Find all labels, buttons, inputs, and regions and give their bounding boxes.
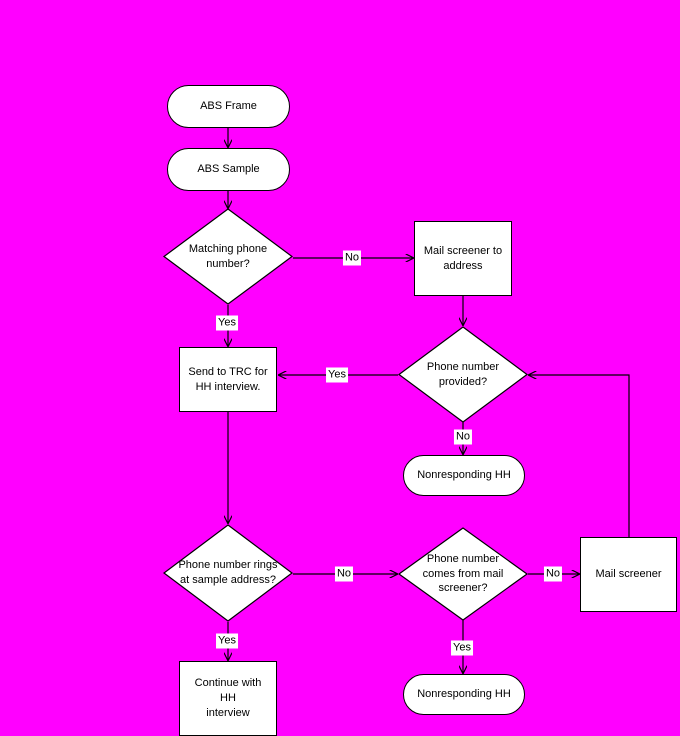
- edge-label-phone-provided-yes: Yes: [326, 367, 348, 383]
- node-continue-with-hh-interview[interactable]: Continue with HH interview: [179, 661, 277, 736]
- edge-label-matching-phone-no: No: [342, 250, 362, 266]
- edge-label-phone-provided-no: No: [453, 429, 473, 445]
- edge-label-matching-phone-yes: Yes: [216, 315, 238, 331]
- node-matching-phone-number[interactable]: Matching phone number?: [162, 208, 294, 305]
- node-phone-comes-from-mail-screener[interactable]: Phone number comes from mail screener?: [397, 527, 529, 621]
- node-phone-number-provided[interactable]: Phone number provided?: [397, 326, 529, 423]
- edge-label-from-mail-screener-no: No: [543, 566, 563, 582]
- node-phone-rings-at-sample-address[interactable]: Phone number rings at sample address?: [163, 524, 293, 622]
- node-send-to-trc-label: Send to TRC for HH interview.: [188, 365, 268, 393]
- node-nonresponding-hh-top[interactable]: Nonresponding HH: [403, 455, 525, 496]
- node-mail-screener-to-address[interactable]: Mail screener to address: [414, 221, 512, 296]
- node-abs-frame-label: ABS Frame: [200, 100, 257, 113]
- node-abs-sample[interactable]: ABS Sample: [167, 148, 290, 191]
- node-abs-frame[interactable]: ABS Frame: [167, 85, 290, 128]
- node-mail-screener-label: Mail screener: [595, 568, 662, 581]
- node-nonresponding-hh-bottom[interactable]: Nonresponding HH: [403, 674, 525, 715]
- node-continue-with-hh-interview-label: Continue with HH interview: [194, 677, 262, 719]
- node-send-to-trc[interactable]: Send to TRC for HH interview.: [179, 347, 277, 412]
- node-nonresponding-hh-bottom-label: Nonresponding HH: [417, 688, 511, 701]
- edge-label-rings-yes: Yes: [216, 633, 238, 649]
- edge-label-from-mail-screener-yes: Yes: [451, 640, 473, 656]
- edge-mail-screener-to-phone-provided: [529, 375, 630, 537]
- edge-label-rings-no: No: [334, 566, 354, 582]
- node-abs-sample-label: ABS Sample: [197, 163, 260, 176]
- node-mail-screener-to-address-label: Mail screener to address: [423, 244, 503, 272]
- node-mail-screener[interactable]: Mail screener: [580, 537, 677, 612]
- node-nonresponding-hh-top-label: Nonresponding HH: [417, 469, 511, 482]
